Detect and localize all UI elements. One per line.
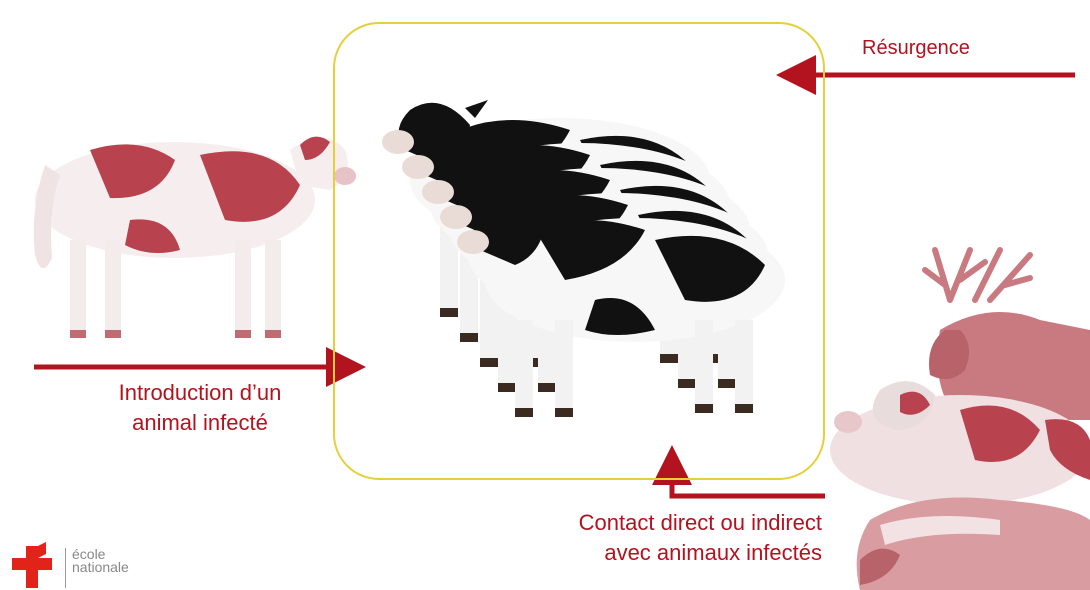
wildlife-image: [830, 250, 1090, 590]
cross-logo-icon: [8, 542, 58, 590]
contact-label: Contact direct ou indirect avec animaux …: [512, 508, 822, 568]
introduction-label-line2: animal infecté: [70, 408, 330, 438]
contact-label-line2: avec animaux infectés: [512, 538, 822, 568]
introduction-label-line1: Introduction d’un: [70, 378, 330, 408]
infected-cow-image: [34, 137, 356, 338]
herd-container-box: [333, 22, 825, 480]
introduction-label: Introduction d’un animal infecté: [70, 378, 330, 438]
contact-label-line1: Contact direct ou indirect: [512, 508, 822, 538]
resurgence-label: Résurgence: [862, 33, 970, 63]
logo-text: école nationale: [72, 548, 129, 574]
logo-separator: [65, 548, 66, 588]
logo-text-line2: nationale: [72, 561, 129, 574]
school-logo: école nationale: [8, 542, 308, 590]
